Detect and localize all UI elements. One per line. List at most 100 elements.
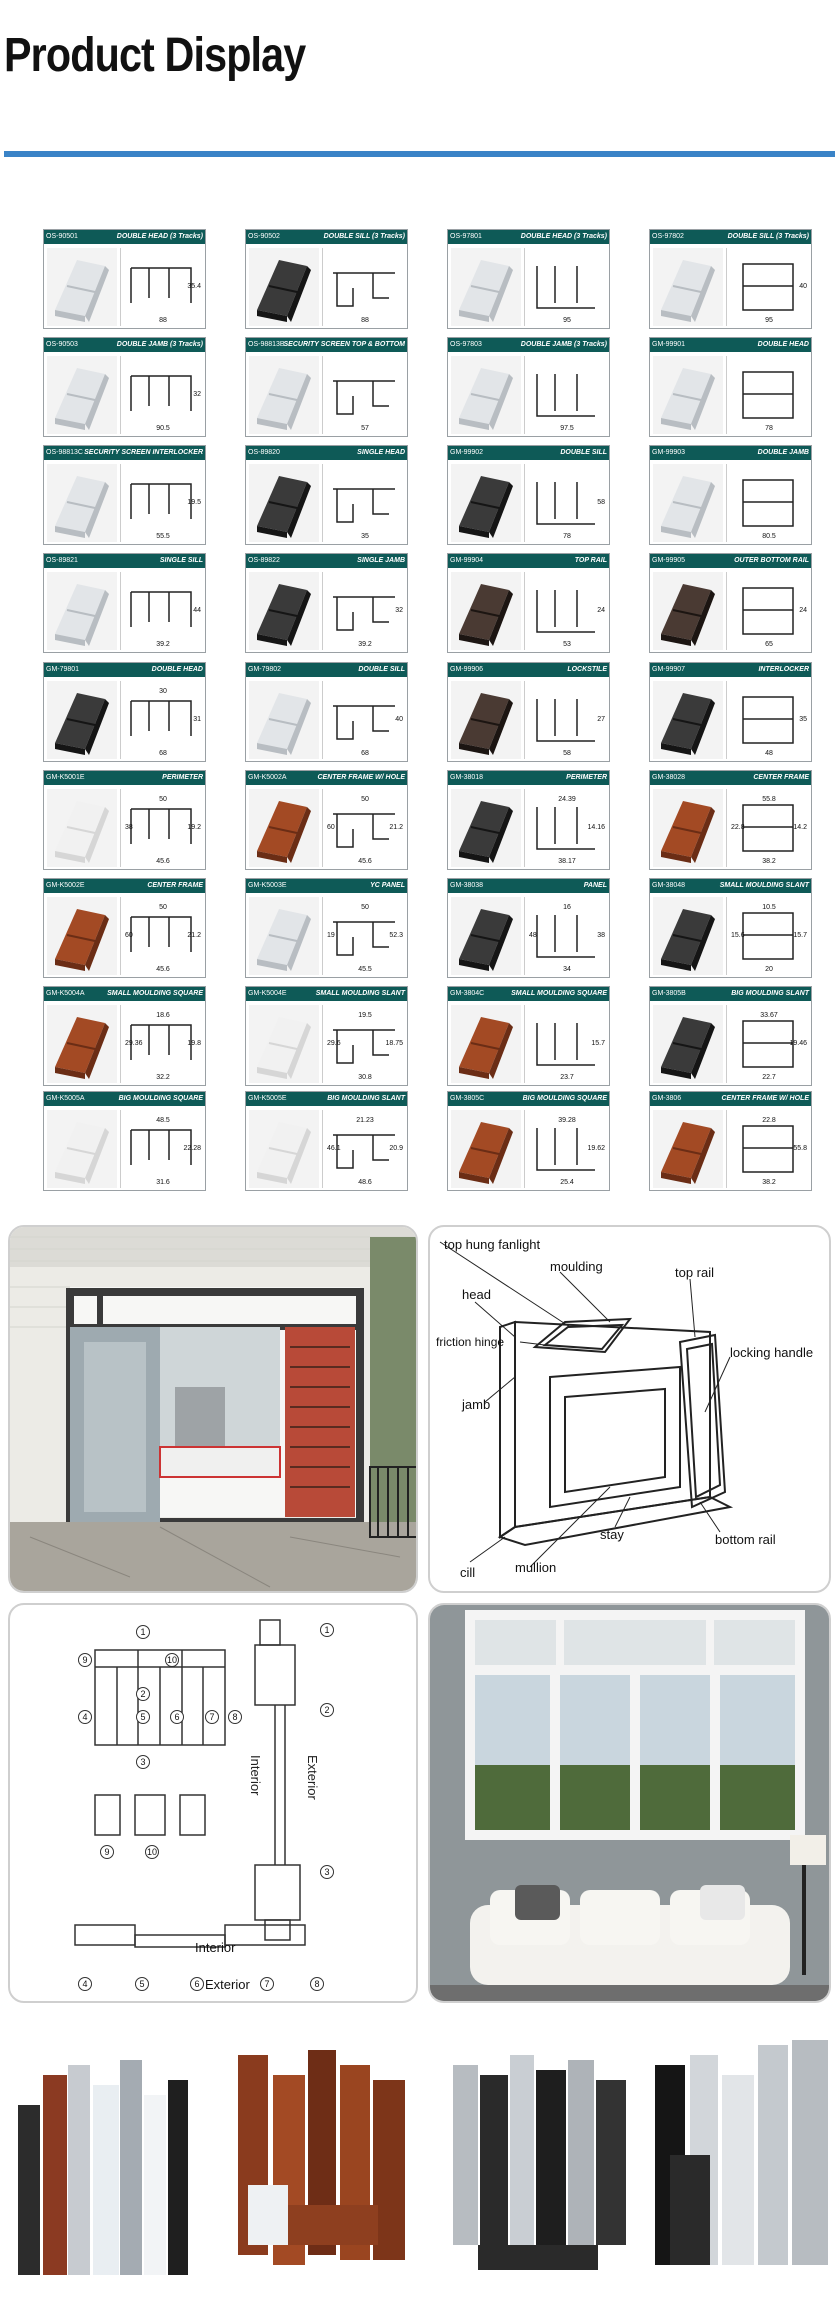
profile-photo <box>249 464 319 542</box>
profile-photo <box>249 1110 319 1188</box>
section-num-5: 5 <box>136 1710 150 1724</box>
profile-name: LOCKSTILE <box>567 666 607 673</box>
profile-dimension: 29.6 <box>327 1040 341 1047</box>
profile-outline <box>742 371 794 419</box>
profile-section-svg: 39.232 <box>333 596 403 648</box>
window-parts-diagram: top hung fanlight moulding top rail head… <box>428 1225 831 1593</box>
profile-outline <box>130 916 192 952</box>
profile-dimension: 19.62 <box>587 1145 605 1152</box>
profile-outline <box>130 1129 192 1165</box>
profile-outline <box>742 479 794 527</box>
profile-code: GM-K5004A <box>46 990 85 997</box>
profile-dimension: 39.2 <box>358 641 372 648</box>
profile-section-svg: 80.5 <box>742 479 794 540</box>
profile-dimension: 35.4 <box>187 283 201 290</box>
section-num-5-bottom: 5 <box>135 1977 149 1991</box>
profile-code: GM-99904 <box>450 557 484 564</box>
label-friction-hinge: friction hinge <box>436 1335 505 1349</box>
profile-dimension: 53 <box>563 641 571 648</box>
profile-card-header: OS-89820 SINGLE HEAD <box>246 446 407 460</box>
profile-dimension: 44 <box>193 607 201 614</box>
profile-code: GM-38018 <box>450 774 484 781</box>
profile-dimension: 95 <box>563 317 571 324</box>
profile-drawing: 97.5 <box>524 356 608 434</box>
profile-code: OS-97803 <box>450 341 482 348</box>
section-num-3: 3 <box>136 1755 150 1769</box>
profile-code: GM-K5002E <box>46 882 85 889</box>
section-num-2-side: 2 <box>320 1703 334 1717</box>
profile-code: GM-3806 <box>652 1095 682 1102</box>
profile-outline <box>742 912 794 960</box>
profile-name: DOUBLE SILL (3 Tracks) <box>323 233 405 240</box>
profile-dimension: 55.8 <box>793 1145 807 1152</box>
profile-dimension: 15.6 <box>731 932 745 939</box>
profile-code: GM-38028 <box>652 774 686 781</box>
profile-code: OS-98813B <box>248 341 285 348</box>
profile-photo <box>451 897 521 975</box>
profile-dimension: 38 <box>125 824 133 831</box>
profile-photo <box>47 248 117 326</box>
profile-dimension: 20 <box>765 966 773 973</box>
profile-name: SMALL MOULDING SQUARE <box>511 990 607 997</box>
profile-photo <box>451 681 521 759</box>
profile-name: PANEL <box>583 882 607 889</box>
profile-name: BIG MOULDING SQUARE <box>118 1095 203 1102</box>
profile-drawing: 35 <box>322 464 406 542</box>
profile-dimension: 21.2 <box>389 824 403 831</box>
section-num-6: 6 <box>170 1710 184 1724</box>
profile-dimension: 88 <box>361 317 369 324</box>
profile-dimension: 55.5 <box>156 533 170 540</box>
profile-outline <box>130 808 192 844</box>
profile-dimension: 48.5 <box>156 1117 170 1124</box>
label-interior-vertical: Interior <box>248 1755 263 1796</box>
profile-dimension: 40 <box>799 283 807 290</box>
profile-outline <box>333 272 395 307</box>
profile-outline <box>130 1024 192 1060</box>
profile-code: OS-90503 <box>46 341 78 348</box>
profile-photo <box>653 464 723 542</box>
profile-code: GM-K5001E <box>46 774 85 781</box>
profile-dimension: 39.28 <box>558 1117 576 1124</box>
room-door-photo <box>10 1227 416 1591</box>
profile-dimension: 21.23 <box>356 1117 374 1124</box>
profile-photo <box>653 572 723 650</box>
profile-dimension: 55.8 <box>762 796 776 803</box>
profile-code: GM-K5005E <box>248 1095 287 1102</box>
profile-code: OS-89820 <box>248 449 280 456</box>
profile-outline <box>333 380 395 415</box>
profile-outline <box>742 1125 794 1173</box>
profile-dimension: 68 <box>361 750 369 757</box>
profile-dimension: 88 <box>159 317 167 324</box>
profile-name: SINGLE HEAD <box>357 449 405 456</box>
profile-photo <box>47 356 117 434</box>
profile-dimension: 18.6 <box>156 1012 170 1019</box>
profile-card: OS-89820 SINGLE HEAD 35 <box>245 445 408 545</box>
section-num-2: 2 <box>136 1687 150 1701</box>
profile-section-svg: 39.244 <box>130 591 201 648</box>
profile-dimension: 24.39 <box>558 796 576 803</box>
profile-dimension: 45.6 <box>358 858 372 865</box>
